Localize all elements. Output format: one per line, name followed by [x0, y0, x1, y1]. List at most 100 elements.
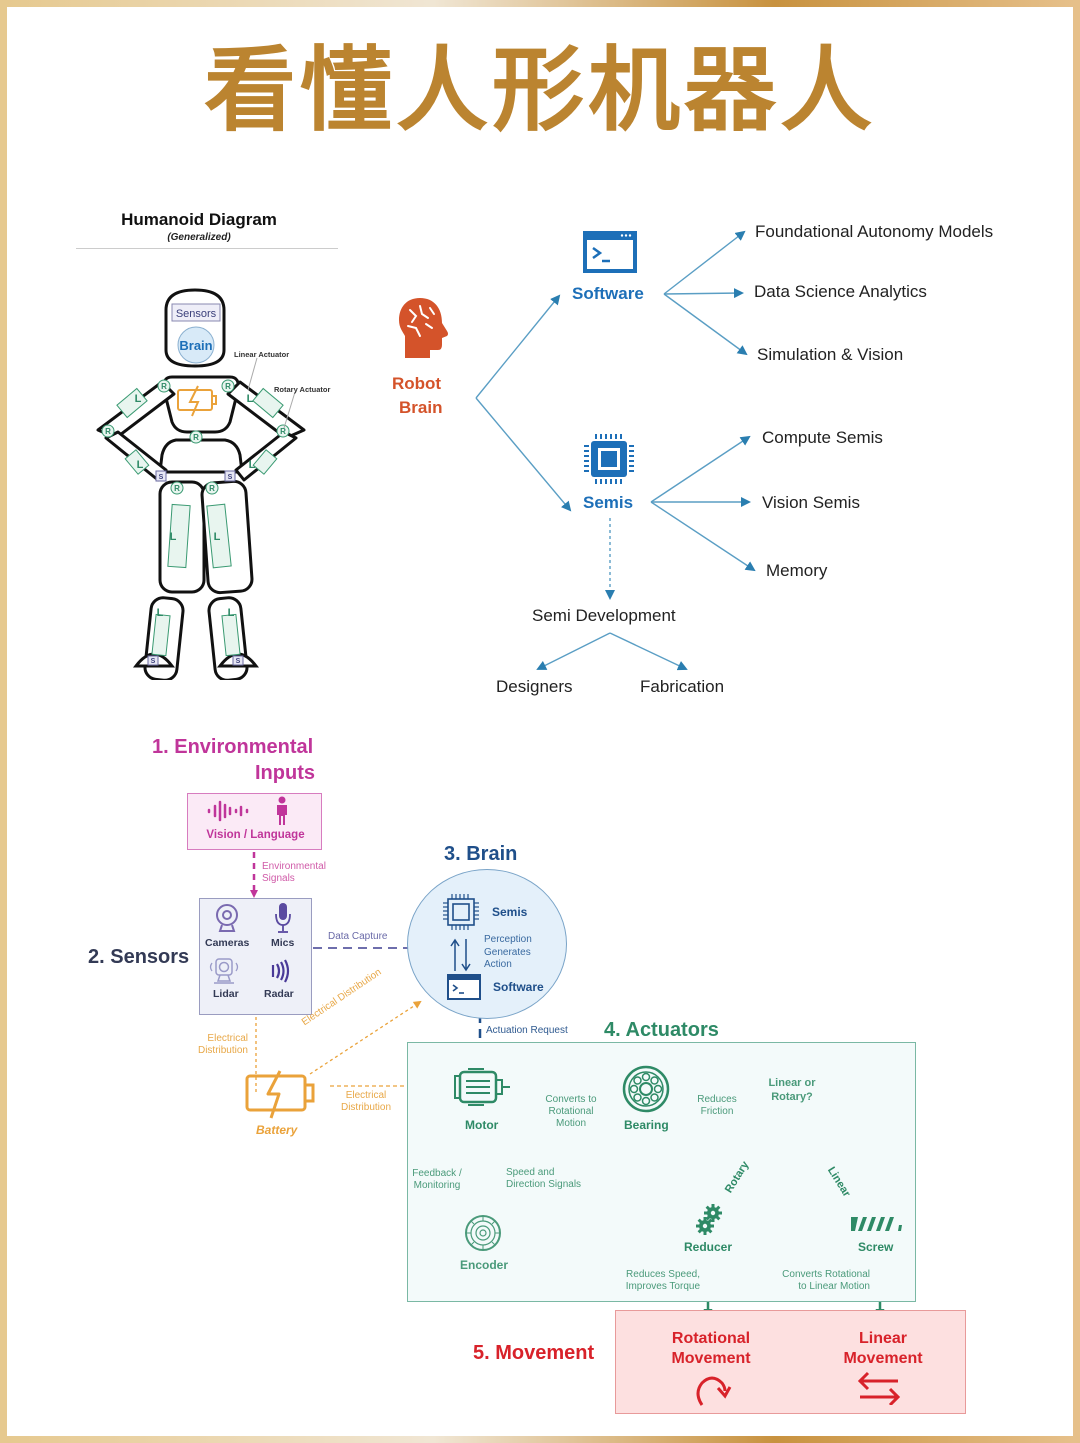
- linear-line-1: Linear: [858, 1330, 907, 1347]
- screw-label: Screw: [858, 1240, 894, 1254]
- screw-note-line-2: to Linear Motion: [798, 1281, 870, 1292]
- env-signals-line-2: Signals: [262, 873, 295, 884]
- svg-text:S: S: [159, 474, 164, 481]
- semi-development-label: Semi Development: [532, 606, 676, 625]
- linear-label: L: [249, 459, 256, 471]
- bearing-label: Bearing: [624, 1118, 669, 1132]
- humanoid-figure: Sensors Brain L L L L L L L L: [96, 288, 330, 680]
- linear-actuator-forearm-left: [124, 449, 150, 475]
- battery-label: Battery: [256, 1123, 298, 1137]
- callout-rotary-actuator: Rotary Actuator: [274, 385, 330, 394]
- linear-actuator-thigh-left: [167, 503, 191, 569]
- arrow-to-simulation: [663, 293, 748, 356]
- reducer-note-line-1: Reduces Speed,: [626, 1269, 700, 1280]
- svg-text:R: R: [174, 484, 180, 493]
- friction-line-1: Reduces: [697, 1094, 737, 1105]
- perception-line-2: Generates: [484, 946, 531, 958]
- semi-dev-child-designers: Designers: [496, 677, 573, 696]
- robot-brain-label-1: Robot: [392, 374, 442, 393]
- converts-line-2: Rotational: [548, 1106, 594, 1117]
- software-node-label: Software: [572, 284, 644, 303]
- actuators-box: [407, 1042, 916, 1302]
- encoder-icon: [465, 1215, 501, 1251]
- callout-linear-actuator: Linear Actuator: [234, 350, 289, 359]
- brain-chip-icon: [443, 894, 479, 930]
- env-inputs-title-2: Inputs: [255, 762, 315, 784]
- linear-actuator-shin-left: [151, 613, 171, 657]
- semis-child-vision: Vision Semis: [762, 493, 860, 512]
- person-icon: [277, 796, 287, 825]
- brain-software-terminal-icon: [447, 974, 481, 1000]
- encoder-label: Encoder: [460, 1258, 509, 1272]
- robot-brain-label-2: Brain: [399, 398, 443, 417]
- speed-line-2: Direction Signals: [506, 1179, 582, 1190]
- perception-loop-text: Perception Generates Action: [484, 934, 532, 972]
- perception-line-1: Perception: [484, 934, 532, 945]
- brain-semis-label: Semis: [492, 905, 528, 919]
- env-signals-label: Environmental Signals: [262, 861, 326, 885]
- arrow-to-software: [475, 294, 561, 399]
- svg-text:R: R: [105, 427, 111, 436]
- svg-text:R: R: [209, 484, 215, 493]
- radar-icon: [271, 959, 290, 983]
- vision-language-label: Vision / Language: [206, 829, 305, 841]
- reducer-label: Reducer: [684, 1240, 733, 1254]
- svg-text:R: R: [225, 382, 231, 391]
- divider: [76, 248, 338, 249]
- callout-line-linear: [247, 357, 258, 391]
- dist-line-1: Electrical: [207, 1033, 248, 1044]
- semis-child-compute: Compute Semis: [762, 428, 883, 447]
- linear-actuator-arm-right: [252, 387, 284, 419]
- mic-icon: [275, 903, 291, 933]
- robot-brain-head-icon: [399, 298, 448, 358]
- reducer-note: Reduces Speed, Improves Torque: [606, 1269, 700, 1293]
- svg-text:S: S: [236, 658, 241, 665]
- head-brain-circle: [177, 326, 215, 364]
- linear-actuator-arm-left: [116, 387, 148, 419]
- linear-label: L: [228, 607, 235, 619]
- dist-line-2: Distribution: [340, 1102, 392, 1113]
- linear-actuator-forearm-right: [252, 449, 278, 475]
- head-brain-label: Brain: [179, 338, 212, 353]
- battery-to-sensors-label: Electrical Distribution: [194, 1033, 248, 1057]
- arrow-to-data-science: [663, 288, 744, 299]
- reduces-friction-label: Reduces Friction: [690, 1094, 744, 1118]
- perception-line-3: Action: [484, 959, 512, 970]
- sound-wave-icon: [207, 800, 249, 822]
- software-child-foundational: Foundational Autonomy Models: [755, 222, 994, 241]
- converts-line-3: Motion: [555, 1118, 586, 1129]
- data-capture-label: Data Capture: [328, 931, 388, 942]
- svg-text:R: R: [193, 433, 199, 442]
- linear-label: L: [214, 531, 221, 543]
- env-inputs-title-1: 1. Environmental: [152, 736, 314, 758]
- svg-text:R: R: [280, 427, 286, 436]
- dist-line-2: Distribution: [197, 1045, 248, 1056]
- motor-icon: [454, 1068, 510, 1106]
- perception-loop-arrows-icon: [450, 938, 471, 972]
- actuation-request-label: Actuation Request: [486, 1025, 568, 1036]
- svg-text:R: R: [161, 382, 167, 391]
- humanoid-subtitle: (Generalized): [167, 232, 231, 243]
- rotation-arrow-icon: [696, 1376, 732, 1406]
- linear-label: L: [247, 393, 254, 405]
- head-sensors-box: [171, 303, 221, 322]
- linear-label: L: [137, 459, 144, 471]
- question-line-1: Linear or: [768, 1077, 816, 1089]
- humanoid-title: Humanoid Diagram: [121, 210, 277, 229]
- linear-or-rotary-question: Linear or Rotary?: [762, 1076, 822, 1104]
- arrow-to-designers: [536, 632, 611, 670]
- env-signals-line-1: Environmental: [262, 861, 326, 872]
- linear-label: L: [135, 393, 142, 405]
- sensors-box: Cameras Mics Lidar Radar: [199, 898, 312, 1015]
- rotational-line-1: Rotational: [671, 1330, 751, 1347]
- page-title: 看懂人形机器人: [203, 37, 876, 144]
- linear-label: L: [157, 607, 164, 619]
- motor-label: Motor: [465, 1118, 499, 1132]
- movement-title: 5. Movement: [473, 1342, 595, 1364]
- arrow-to-memory: [650, 501, 756, 572]
- software-child-data-science: Data Science Analytics: [754, 282, 927, 301]
- feedback-monitoring-label: Feedback / Monitoring: [410, 1168, 464, 1192]
- linear-movement-label: Linear Movement: [828, 1329, 938, 1369]
- robot-pelvis: [158, 438, 244, 474]
- svg-text:S: S: [228, 474, 233, 481]
